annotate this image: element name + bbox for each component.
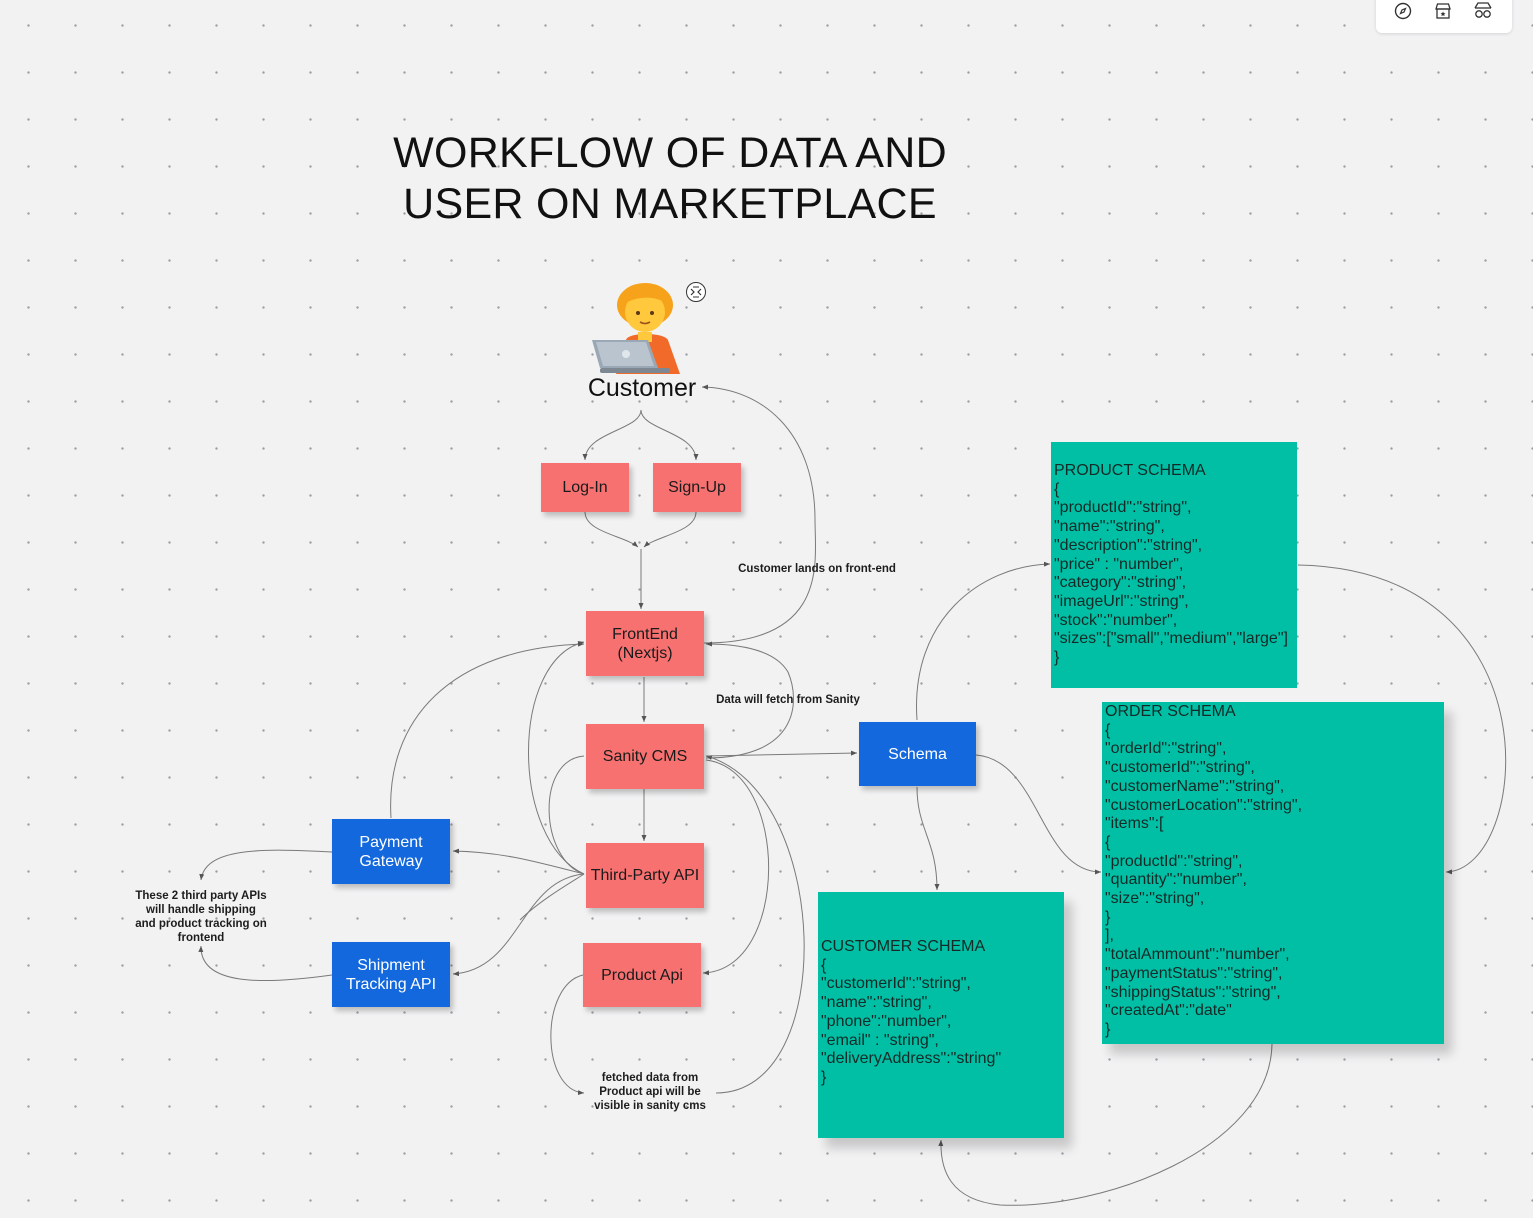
- payment-gateway-node[interactable]: Payment Gateway: [332, 819, 450, 884]
- edge-customer-login: [582, 409, 642, 461]
- third-party-api-node[interactable]: Third-Party API: [586, 843, 704, 908]
- schema-label: Schema: [888, 745, 947, 763]
- login-label: Log-In: [562, 479, 608, 496]
- edge-signup-merge: [643, 511, 697, 548]
- customer-label: Customer: [587, 374, 697, 402]
- canvas-toolbar: [1376, 0, 1512, 33]
- edge-sanity-productapi: [702, 759, 770, 976]
- diagram-title: WORKFLOW OF DATA AND USER ON MARKETPLACE: [393, 129, 947, 228]
- edge-thirdparty-sanity: [548, 755, 585, 875]
- edge-customer-signup: [640, 409, 699, 461]
- frontend-node[interactable]: FrontEnd (Nextjs): [586, 611, 704, 676]
- edge-schema-product: [916, 561, 1051, 721]
- edge-label-fetch-sanity: Data will fetch from Sanity: [716, 694, 860, 706]
- edge-thirdparty-frontend: [528, 641, 585, 875]
- signup-label: Sign-Up: [668, 479, 726, 496]
- edge-productapi-label: [550, 974, 585, 1096]
- product-api-node[interactable]: Product Api: [583, 943, 701, 1007]
- edge-productapi-thirdparty: [519, 873, 585, 921]
- sanity-cms-node[interactable]: Sanity CMS: [586, 724, 704, 789]
- edge-schema-order: [975, 754, 1102, 875]
- shipment-tracking-label: Shipment Tracking API: [345, 956, 437, 993]
- product-api-label: Product Api: [601, 966, 683, 984]
- edge-label-lands: Customer lands on front-end: [738, 563, 896, 575]
- shop-icon[interactable]: [1432, 0, 1454, 22]
- signup-node[interactable]: Sign-Up: [653, 463, 741, 512]
- payment-gateway-label: Payment Gateway: [359, 833, 423, 870]
- people-icon[interactable]: [1472, 0, 1494, 22]
- edge-frontend-customer: [701, 384, 817, 644]
- frontend-label: FrontEnd (Nextjs): [612, 625, 678, 662]
- login-node[interactable]: Log-In: [541, 463, 629, 512]
- edge-shipment-note: [198, 945, 333, 982]
- edge-thirdparty-shipment: [452, 873, 585, 977]
- customer-illustration: [588, 282, 688, 376]
- shipment-tracking-node[interactable]: Shipment Tracking API: [332, 942, 450, 1007]
- edge-thirdparty-payment: [452, 848, 585, 875]
- product-schema-note[interactable]: PRODUCT SCHEMA { "productId":"string", "…: [1051, 442, 1297, 688]
- schema-node[interactable]: Schema: [859, 722, 976, 786]
- edge-label-sanity: [705, 755, 805, 1094]
- edge-label-third-party-note: These 2 third party APIs will handle shi…: [135, 890, 267, 944]
- compass-icon[interactable]: [1392, 0, 1414, 22]
- third-party-api-label: Third-Party API: [590, 867, 700, 884]
- edge-schema-customer: [916, 786, 940, 891]
- edge-login-merge: [584, 511, 639, 548]
- expand-icon[interactable]: [686, 282, 706, 302]
- edge-label-fetched-product: fetched data from Product api will be vi…: [594, 1072, 706, 1112]
- edge-payment-frontend: [390, 641, 585, 819]
- customer-schema-note[interactable]: CUSTOMER SCHEMA { "customerId":"string",…: [818, 892, 1064, 1138]
- order-schema-note[interactable]: ORDER SCHEMA { "orderId":"string", "cust…: [1102, 702, 1444, 1044]
- sanity-cms-label: Sanity CMS: [602, 748, 688, 765]
- edge-sanity-schema: [705, 750, 858, 757]
- edge-payment-note: [199, 849, 333, 881]
